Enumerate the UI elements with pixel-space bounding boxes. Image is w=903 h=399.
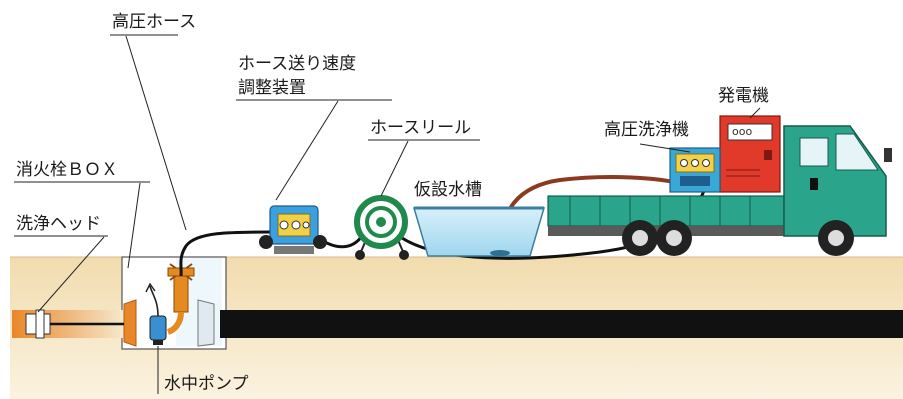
- sewer-pipe: [220, 310, 903, 338]
- label-temporary-water-tank: 仮設水槽: [414, 180, 482, 200]
- label-high-pressure-hose: 高圧ホース: [112, 12, 197, 32]
- water-tank-icon: [413, 206, 545, 257]
- leader-lines: [14, 34, 761, 394]
- label-hydrant-box: 消火栓ＢＯＸ: [16, 160, 118, 180]
- hose-feeder-icon: [259, 205, 327, 254]
- generator-icon: [719, 115, 781, 193]
- washing-head-icon: [25, 309, 124, 339]
- label-hose-feed-speed-line1: ホース送り速度: [238, 54, 357, 74]
- truck-icon: [547, 125, 892, 256]
- high-pressure-hose: [179, 230, 271, 277]
- label-high-pressure-washer: 高圧洗浄機: [604, 120, 689, 140]
- hose-reel-icon: [354, 195, 409, 260]
- label-washing-head: 洗浄ヘッド: [16, 214, 101, 234]
- label-generator: 発電機: [718, 86, 769, 106]
- label-submersible-pump: 水中ポンプ: [164, 374, 249, 394]
- submersible-pump-icon: [145, 282, 167, 345]
- label-hose-feed-speed-line2: 調整装置: [238, 78, 306, 98]
- pressure-washer-icon: [669, 147, 721, 193]
- label-hose-reel: ホースリール: [370, 118, 472, 138]
- generator-display: ooo: [732, 125, 753, 138]
